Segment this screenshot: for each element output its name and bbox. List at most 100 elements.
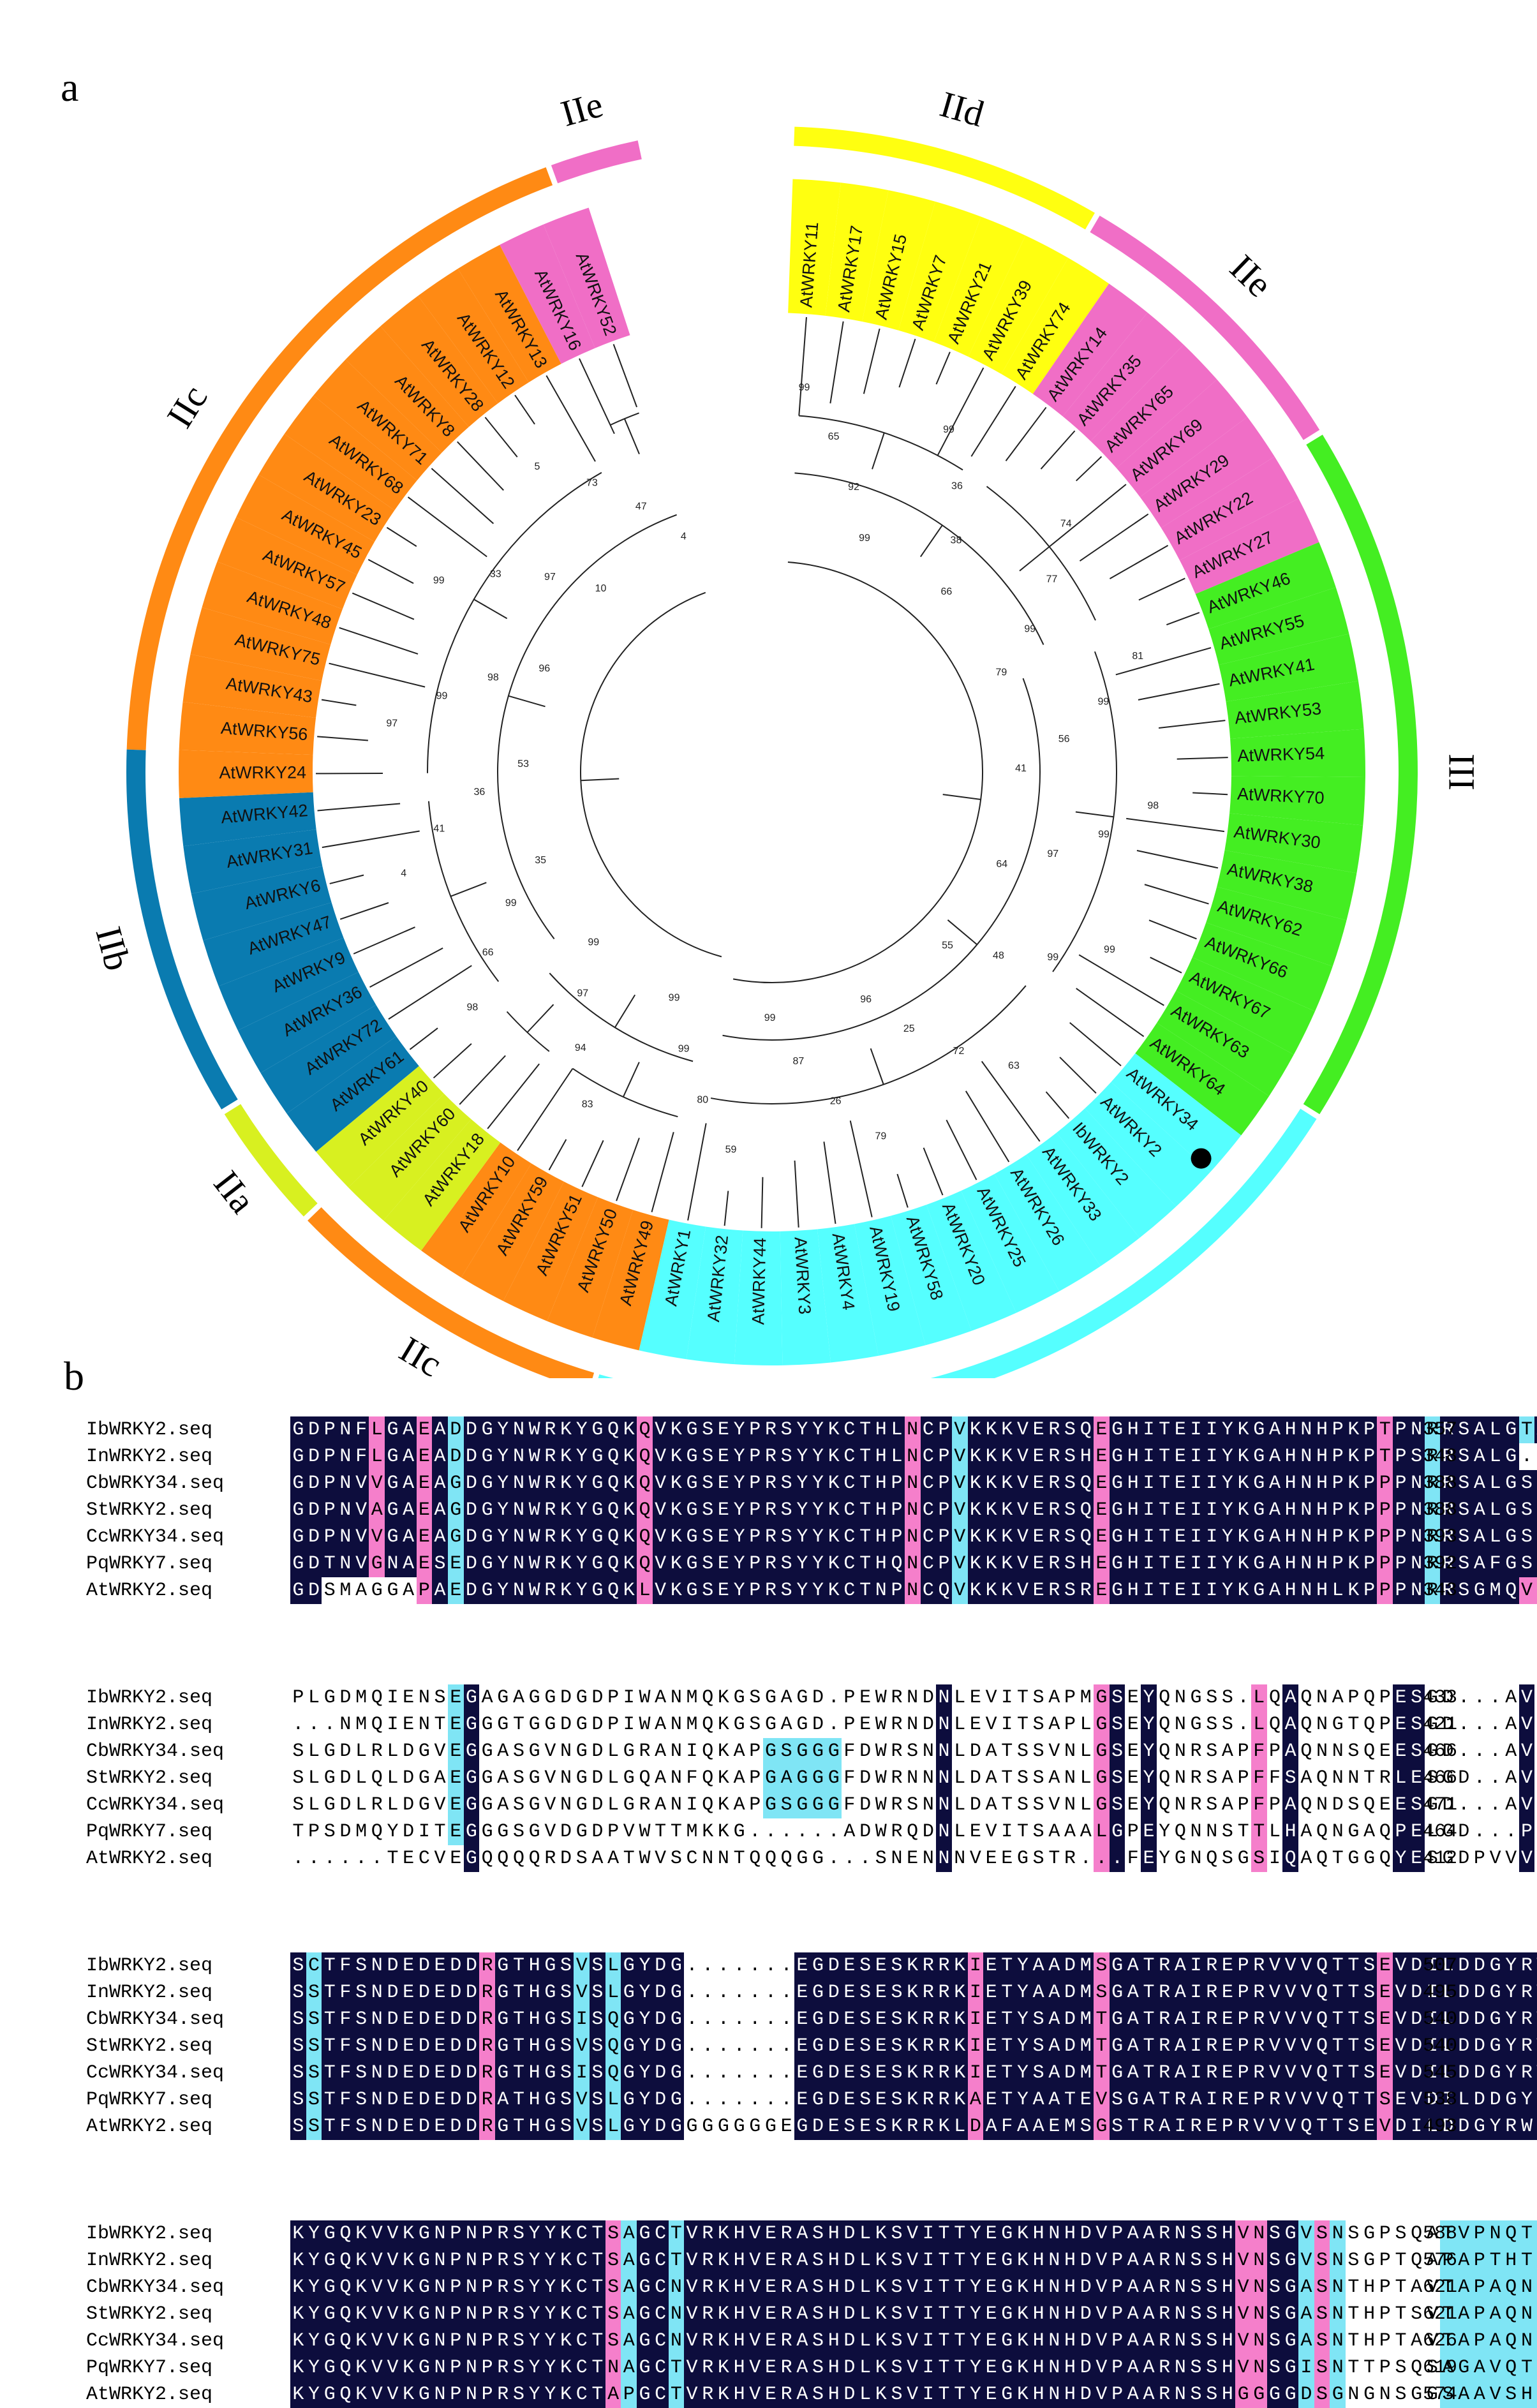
residue: G — [1503, 1443, 1519, 1470]
residue: K — [353, 2354, 369, 2381]
residue: H — [1282, 1443, 1298, 1470]
residue: S — [1078, 2113, 1094, 2140]
residue: R — [700, 2381, 716, 2408]
residue: G — [369, 1577, 385, 1604]
residue: A — [432, 1470, 448, 1497]
residue: S — [1030, 2033, 1046, 2060]
residue: . — [763, 2060, 779, 2086]
residue: N — [905, 1416, 921, 1443]
residue: E — [968, 1818, 984, 1845]
residue: K — [669, 1470, 685, 1497]
residue: L — [1094, 1818, 1110, 1845]
residue: K — [716, 2247, 732, 2274]
sequence-name: CbWRKY34.seq — [86, 1738, 278, 1765]
residue: Q — [1314, 1979, 1330, 2006]
residue: S — [1456, 1443, 1472, 1470]
residue: L — [858, 2328, 873, 2354]
residue: T — [385, 1845, 401, 1872]
residue: T — [1393, 2247, 1409, 2274]
residue: S — [747, 1711, 763, 1738]
residue: T — [1534, 1497, 1537, 1524]
tree-node-arc — [723, 678, 1040, 1040]
residue: E — [1173, 1524, 1189, 1550]
residue: D — [448, 2086, 464, 2113]
residue: V — [684, 2381, 700, 2408]
residue: N — [1046, 2274, 1062, 2301]
residue: A — [1046, 1765, 1062, 1792]
residue: P — [479, 2301, 495, 2328]
residue: K — [1346, 1470, 1362, 1497]
residue: G — [794, 1711, 810, 1738]
residue: S — [511, 2247, 527, 2274]
residue: G — [684, 1497, 700, 1524]
residue: C — [653, 2328, 669, 2354]
residue: A — [1046, 1979, 1062, 2006]
residue: I — [1534, 1818, 1537, 1845]
residue: S — [511, 1792, 527, 1818]
residue: L — [353, 1738, 369, 1765]
tree-branch — [340, 903, 389, 919]
residue: H — [1062, 2247, 1078, 2274]
sequence-name: CcWRKY34.seq — [86, 1792, 278, 1818]
tree-branch — [872, 433, 884, 469]
bootstrap-value: 65 — [828, 431, 840, 442]
residue: A — [1125, 2381, 1141, 2408]
residue: K — [999, 1524, 1015, 1550]
residue: D — [1456, 1979, 1472, 2006]
clade-label: IIa — [205, 1163, 264, 1221]
residue: H — [731, 2381, 747, 2408]
residue: Q — [1362, 1684, 1377, 1711]
residue: T — [952, 2247, 968, 2274]
residue: D — [1534, 1738, 1537, 1765]
residue: E — [873, 2060, 889, 2086]
residue: S — [290, 2113, 306, 2140]
residue: N — [338, 1470, 353, 1497]
residue: R — [936, 2033, 952, 2060]
residue: P — [448, 2247, 464, 2274]
residue: . — [810, 1818, 826, 1845]
residue: A — [1503, 1738, 1519, 1765]
residue: G — [637, 2381, 653, 2408]
residue: N — [432, 2247, 448, 2274]
residue: V — [905, 2220, 921, 2247]
residue: . — [731, 2060, 747, 2086]
residue: S — [1110, 1792, 1125, 1818]
residue: S — [290, 2060, 306, 2086]
residue: G — [1251, 1497, 1267, 1524]
residue: S — [1267, 2274, 1283, 2301]
residue: A — [401, 1577, 417, 1604]
residue: N — [1173, 1765, 1189, 1792]
residue: G — [448, 1497, 464, 1524]
residue: . — [1519, 1443, 1535, 1470]
residue: H — [1030, 2274, 1046, 2301]
residue: G — [1282, 2328, 1298, 2354]
residue: S — [1314, 2301, 1330, 2328]
residue: S — [1062, 1550, 1078, 1577]
sequence-name: AtWRKY2.seq — [86, 1845, 278, 1872]
bootstrap-value: 63 — [1008, 1060, 1020, 1071]
residue: G — [417, 2328, 433, 2354]
residue: R — [700, 2354, 716, 2381]
bootstrap-value: 79 — [875, 1131, 887, 1141]
residue: D — [1472, 2033, 1488, 2060]
residue: A — [1173, 2006, 1189, 2033]
residue: E — [401, 2006, 417, 2033]
residue: W — [637, 1684, 653, 1711]
clade-ring-IIe_top — [551, 140, 642, 183]
bootstrap-value: 99 — [764, 1013, 776, 1023]
residue: E — [417, 1443, 433, 1470]
sequence-end-position: 412 — [1423, 1845, 1457, 1872]
residue: L — [858, 2354, 873, 2381]
residue: T — [322, 2113, 338, 2140]
residue: E — [1377, 1979, 1393, 2006]
residue: P — [936, 1524, 952, 1550]
residue: D — [1534, 1684, 1537, 1711]
residue: A — [401, 1497, 417, 1524]
residue: R — [1046, 1443, 1062, 1470]
residue: G — [526, 1684, 542, 1711]
residue: I — [1188, 1952, 1204, 1979]
residue: P — [1377, 2354, 1393, 2381]
residue: D — [385, 2086, 401, 2113]
residue: Q — [889, 1550, 905, 1577]
residue: D — [417, 2086, 433, 2113]
